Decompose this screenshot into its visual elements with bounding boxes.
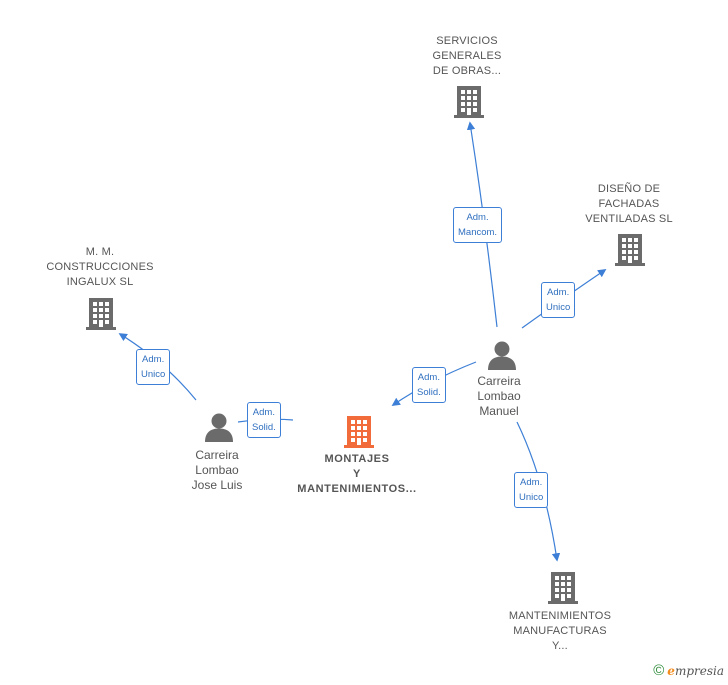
label-line: M. M. bbox=[85, 246, 115, 258]
brand-logo[interactable]: empresia bbox=[667, 664, 724, 678]
label-line: Y... bbox=[552, 640, 568, 652]
brand-initial: e bbox=[667, 663, 675, 678]
label-line: Carreira bbox=[477, 374, 521, 388]
focus-company-label[interactable]: MONTAJES Y MANTENIMIENTOS... bbox=[297, 452, 416, 497]
label-line: CONSTRUCCIONES bbox=[46, 261, 154, 273]
edge-badge-jose-mm: Adm. Unico bbox=[136, 349, 171, 385]
company-mm-construcciones-label[interactable]: M. M. CONSTRUCCIONES INGALUX SL bbox=[46, 245, 153, 290]
person-manuel-label[interactable]: Carreira Lombao Manuel bbox=[477, 374, 520, 419]
building-icon[interactable] bbox=[548, 572, 578, 604]
building-icon[interactable] bbox=[454, 86, 484, 118]
edge-badge-manuel-servicios: Adm. Mancom. bbox=[453, 207, 503, 243]
copyright-symbol: © bbox=[653, 662, 665, 679]
badge-line: Adm. bbox=[520, 477, 543, 488]
label-line: INGALUX SL bbox=[66, 276, 134, 288]
edge-badge-manuel-focus: Adm. Solid. bbox=[412, 367, 446, 403]
label-line: SERVICIOS bbox=[436, 35, 498, 47]
badge-line: Unico bbox=[546, 302, 571, 313]
person-icon[interactable] bbox=[488, 341, 516, 371]
badge-line: Unico bbox=[141, 369, 166, 380]
company-servicios-label[interactable]: SERVICIOS GENERALES DE OBRAS... bbox=[432, 34, 501, 79]
label-line: Carreira bbox=[195, 448, 239, 462]
badge-line: Adm. bbox=[252, 407, 275, 418]
label-line: MANUFACTURAS bbox=[513, 625, 607, 637]
focus-building-icon[interactable] bbox=[344, 416, 374, 448]
label-line: DE OBRAS... bbox=[432, 65, 502, 77]
label-line: GENERALES bbox=[432, 50, 502, 62]
label-line: Y bbox=[353, 468, 361, 480]
label-line: VENTILADAS SL bbox=[585, 213, 673, 225]
badge-line: Adm. bbox=[417, 372, 440, 383]
badge-line: Solid. bbox=[252, 422, 276, 433]
label-line: FACHADAS bbox=[598, 198, 660, 210]
label-line: Lombao bbox=[477, 389, 521, 403]
badge-line: Adm. bbox=[142, 354, 165, 365]
label-line: MANTENIMIENTOS... bbox=[297, 483, 417, 495]
badge-line: Adm. bbox=[466, 212, 489, 223]
badge-line: Unico bbox=[519, 492, 544, 503]
label-line: DISEÑO DE bbox=[597, 183, 661, 195]
brand-name: mpresia bbox=[674, 663, 724, 678]
person-jose-label[interactable]: Carreira Lombao Jose Luis bbox=[192, 448, 243, 493]
badge-line: Mancom. bbox=[458, 227, 498, 238]
label-line: Jose Luis bbox=[191, 478, 243, 492]
edge-badge-manuel-mantenimientos: Adm. Unico bbox=[514, 472, 549, 508]
building-icon[interactable] bbox=[86, 298, 116, 330]
edge-badge-manuel-disenio: Adm. Unico bbox=[541, 282, 576, 318]
company-disenio-label[interactable]: DISEÑO DE FACHADAS VENTILADAS SL bbox=[585, 182, 673, 227]
building-icon[interactable] bbox=[615, 234, 645, 266]
label-line: MANTENIMIENTOS bbox=[508, 610, 612, 622]
brand-footer: © empresia bbox=[653, 662, 724, 679]
label-line: Lombao bbox=[195, 463, 239, 477]
label-line: MONTAJES bbox=[324, 453, 390, 465]
company-mantenimientos-label[interactable]: MANTENIMIENTOS MANUFACTURAS Y... bbox=[509, 609, 611, 654]
person-icon[interactable] bbox=[205, 413, 233, 443]
badge-line: Solid. bbox=[417, 387, 441, 398]
badge-line: Adm. bbox=[547, 287, 570, 298]
edge-badge-jose-focus: Adm. Solid. bbox=[247, 402, 281, 438]
label-line: Manuel bbox=[479, 404, 519, 418]
